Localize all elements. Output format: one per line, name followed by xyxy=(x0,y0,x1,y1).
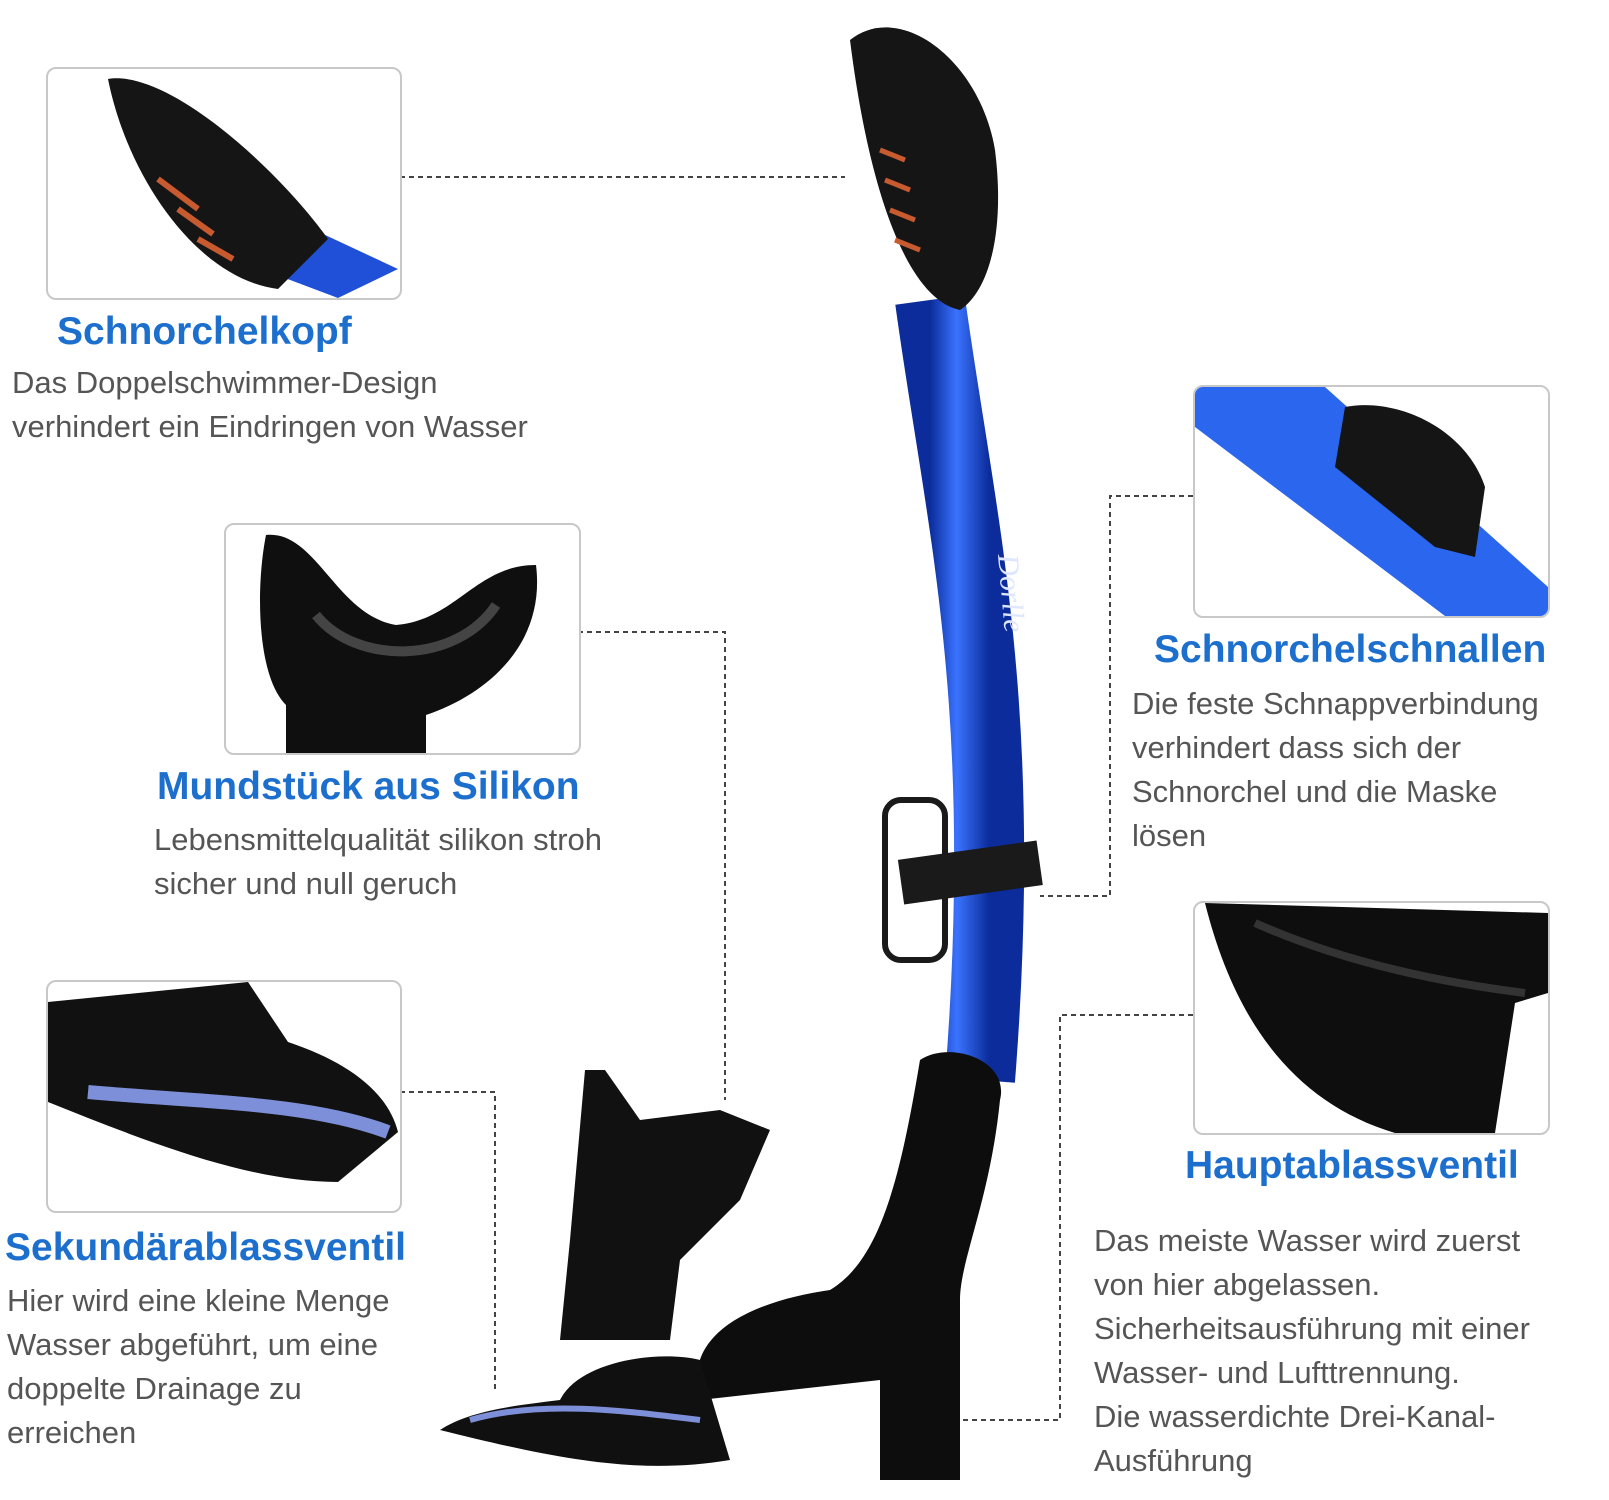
feature-title: Schnorchelkopf xyxy=(57,310,352,353)
feature-title: Schnorchelschnallen xyxy=(1154,628,1547,671)
snorkel-head-image xyxy=(46,67,402,300)
snorkel-clip-image xyxy=(1193,385,1550,618)
secondary-valve-image xyxy=(46,980,402,1213)
feature-title: Hauptablassventil xyxy=(1185,1144,1519,1187)
main-valve-image xyxy=(1193,901,1550,1135)
mouthpiece-image xyxy=(224,523,581,755)
feature-title: Sekundärablassventil xyxy=(5,1226,407,1269)
brand-logo: Dorlle xyxy=(991,552,1031,634)
feature-title: Mundstück aus Silikon xyxy=(157,765,580,808)
